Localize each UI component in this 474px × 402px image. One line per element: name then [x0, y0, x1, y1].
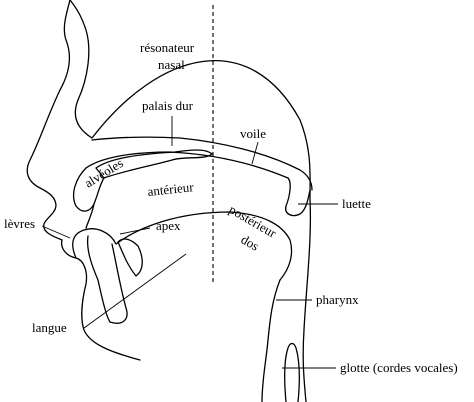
leader-voile — [251, 141, 259, 165]
tongue-outline — [72, 211, 293, 281]
tongue-tip — [86, 235, 128, 324]
label-apex: apex — [156, 218, 181, 233]
label-glotte: glotte (cordes vocales) — [340, 360, 458, 375]
tongue-frenulum — [117, 238, 143, 277]
label-nasal: nasal — [158, 57, 185, 72]
palate-upper — [91, 136, 313, 191]
label-luette: luette — [342, 196, 371, 211]
pharynx-back-wall — [302, 199, 312, 402]
face-profile — [26, 0, 71, 241]
label-anterieur: antérieur — [147, 179, 195, 199]
upper-teeth — [85, 203, 95, 229]
label-resonateur: résonateur — [140, 40, 195, 55]
label-palais-dur: palais dur — [142, 98, 194, 113]
label-voile: voile — [240, 126, 266, 141]
nasal-cavity-outline — [69, 0, 311, 201]
pharynx-front-wall — [261, 279, 281, 402]
label-levres: lèvres — [4, 216, 35, 231]
alveolar-ridge — [95, 149, 213, 179]
leader-langue — [83, 253, 187, 329]
leader-apex — [119, 227, 151, 235]
leader-levres — [41, 225, 71, 239]
label-pharynx: pharynx — [316, 292, 359, 307]
uvula — [285, 177, 311, 217]
lower-lip — [60, 239, 141, 361]
glottis — [284, 342, 300, 402]
upper-lip — [72, 167, 105, 212]
label-langue: langue — [32, 320, 67, 335]
label-dos: dos — [239, 232, 262, 254]
